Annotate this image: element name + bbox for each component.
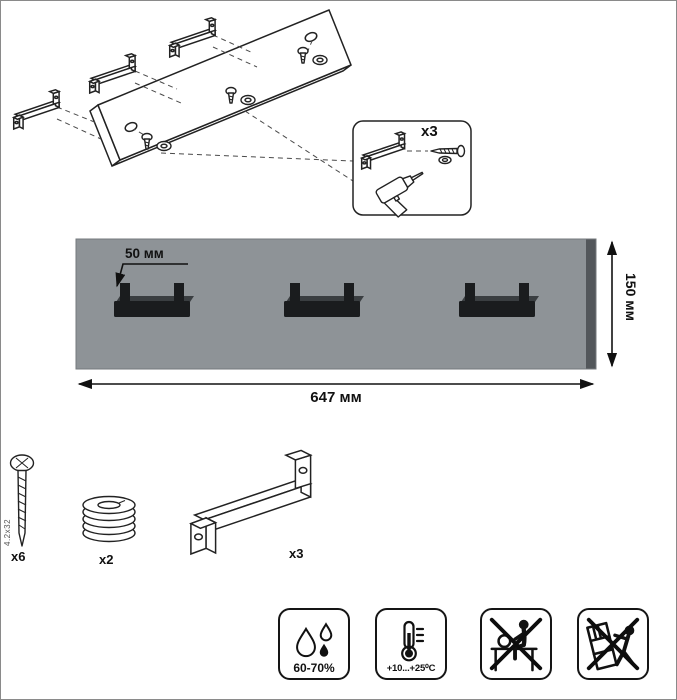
washer-count-label: x2	[99, 552, 114, 567]
screw-size-label: 4.2x32	[3, 518, 12, 546]
board-drawing	[89, 9, 352, 168]
temperature-value: +10...+25⁰C	[386, 663, 436, 674]
no-sitting-icon	[489, 617, 543, 672]
hook-drawing	[169, 17, 216, 58]
detail-callout	[352, 120, 472, 218]
humidity-condition-box: 60-70%	[278, 608, 350, 680]
hook-drawing	[89, 53, 136, 94]
panel-hook	[284, 283, 364, 317]
width-dimension: 647 мм	[310, 389, 362, 406]
dimension-lines	[77, 240, 618, 390]
no-tipping-icon	[586, 617, 640, 671]
hook-offset-dimension: 50 мм	[125, 246, 164, 261]
leader-lines	[56, 34, 354, 182]
water-drops-icon	[290, 622, 338, 662]
temperature-condition-box: +10...+25⁰C	[375, 608, 447, 680]
humidity-value: 60-70%	[293, 661, 335, 675]
thermometer-icon	[401, 620, 425, 662]
screwdriver-icon	[375, 171, 424, 218]
washer-part-drawing	[82, 495, 136, 543]
hook-count-label: x3	[289, 546, 304, 561]
exploded-view	[13, 9, 472, 218]
screw-drawing	[430, 144, 466, 165]
screw-count-label: x6	[11, 549, 26, 564]
screw-part-drawing	[9, 454, 35, 547]
callout-count-label: x3	[421, 123, 438, 140]
panel-hook	[459, 283, 539, 317]
panel-front-view	[75, 238, 618, 390]
height-dimension: 150 мм	[623, 273, 639, 321]
hook-drawing	[13, 89, 60, 130]
panel-hook	[114, 283, 194, 317]
no-sitting-condition-box	[480, 608, 552, 680]
no-tipping-condition-box	[577, 608, 649, 680]
parts-list	[9, 449, 312, 555]
hook-part-drawing	[190, 449, 312, 555]
